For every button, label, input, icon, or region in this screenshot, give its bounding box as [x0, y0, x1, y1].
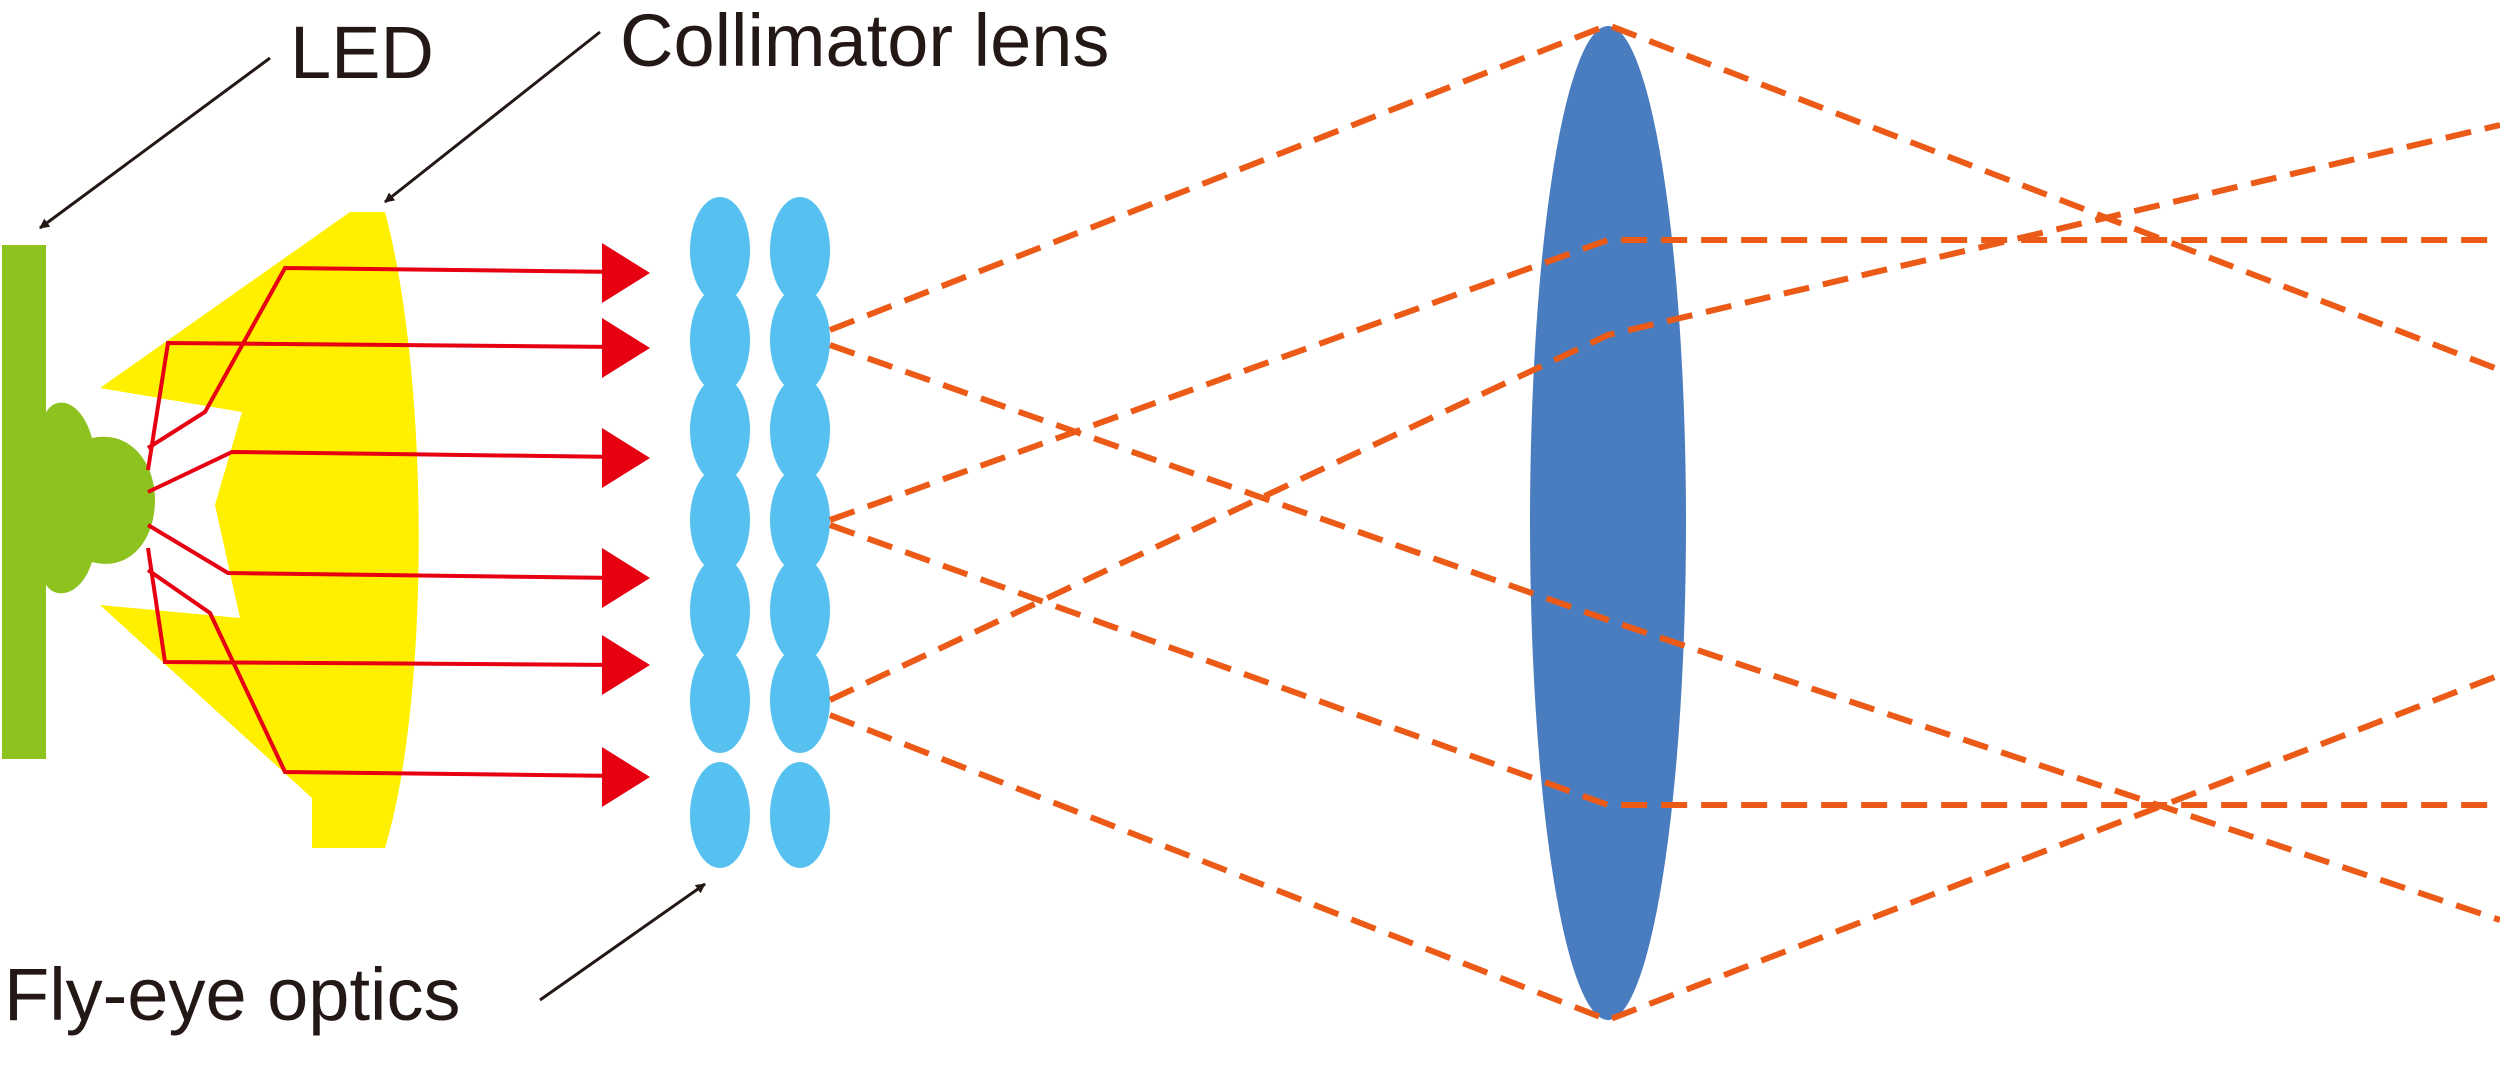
fly-eye-lenslet [770, 762, 830, 868]
led-substrate [2, 245, 46, 759]
fly-eye-lenslet [690, 762, 750, 868]
fly-eye-lenslet [690, 287, 750, 393]
dashed-ray [828, 122, 2500, 703]
ray [146, 568, 621, 778]
callout-pointers [39, 30, 706, 1002]
dashed-ray [829, 342, 2500, 923]
triangle-arrowhead-icon [602, 635, 650, 695]
led-label: LED [290, 11, 434, 94]
triangle-arrowhead-icon [602, 548, 650, 608]
collimator-lens-label: Collimator lens [620, 0, 1109, 82]
fly-eye-optics-label: Fly-eye optics [4, 953, 460, 1036]
fly-eye-lenslet [770, 647, 830, 753]
dashed-ray [828, 522, 2500, 808]
fly-eye-lenslet [690, 467, 750, 573]
ray [147, 449, 621, 494]
ray-arrowheads [602, 243, 650, 807]
projected-ray-paths [828, 21, 2500, 1024]
triangle-arrowhead-icon [602, 318, 650, 378]
ray [146, 547, 621, 667]
fly-eye-lenslet [690, 197, 750, 303]
fly-eye-lenslet [770, 467, 830, 573]
condenser-lens [1530, 26, 1686, 1020]
triangle-arrowhead-icon [602, 428, 650, 488]
triangle-arrowhead-icon [602, 747, 650, 807]
arrow-icon [384, 30, 601, 204]
fly-eye-lenslet [690, 647, 750, 753]
fly-eye-lenslet [690, 377, 750, 483]
ray [146, 265, 621, 450]
collimated-rays [146, 265, 621, 778]
arrow-icon [39, 56, 271, 230]
led-dome [44, 402, 155, 594]
arrow-icon [539, 882, 706, 1002]
fly-eye-lenslet [770, 287, 830, 393]
fly-eye-optics [690, 197, 830, 868]
fly-eye-lenslet [770, 377, 830, 483]
ray [146, 523, 621, 580]
collimator-lens [100, 212, 419, 848]
dashed-ray [828, 237, 2500, 523]
fly-eye-lenslet [770, 197, 830, 303]
fly-eye-lenslet [690, 557, 750, 663]
fly-eye-lenslet [770, 557, 830, 663]
triangle-arrowhead-icon [602, 243, 650, 303]
led [2, 245, 155, 759]
ray [146, 340, 621, 471]
